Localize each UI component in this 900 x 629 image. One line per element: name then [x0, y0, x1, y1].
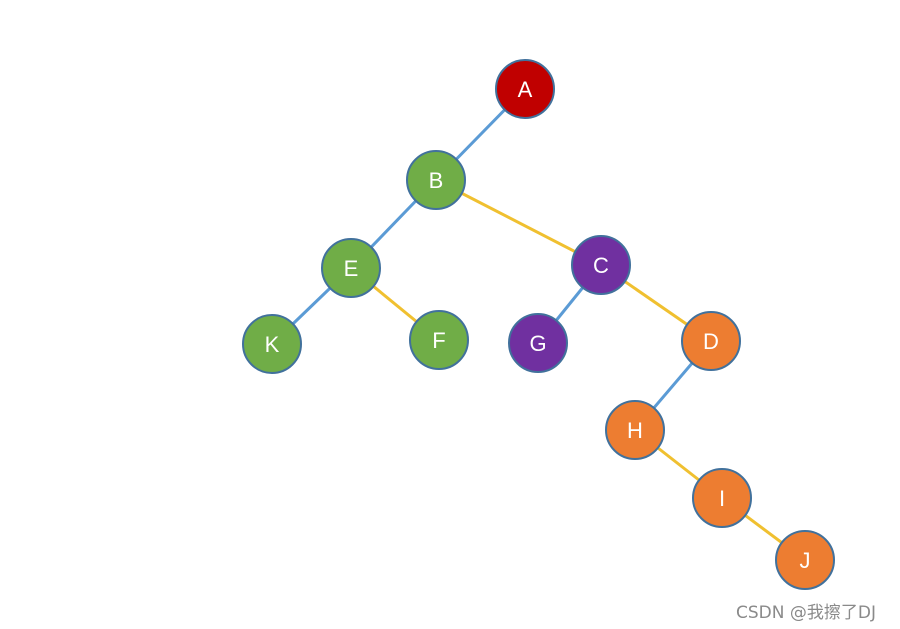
node-label-f: F [432, 328, 445, 353]
nodes-layer: A B E K F C G D H I J [242, 59, 835, 590]
node-circle-b [406, 150, 466, 210]
node-c: C [571, 235, 631, 295]
node-label-g: G [529, 331, 546, 356]
node-f: F [409, 310, 469, 370]
edge-b-c [435, 178, 602, 267]
node-k: K [242, 314, 302, 374]
node-circle-a [495, 59, 555, 119]
node-label-i: I [719, 486, 725, 511]
node-circle-c [571, 235, 631, 295]
node-circle-d [681, 311, 741, 371]
node-circle-j [775, 530, 835, 590]
node-circle-k [242, 314, 302, 374]
node-g: G [508, 313, 568, 373]
node-j: J [775, 530, 835, 590]
node-label-e: E [344, 256, 359, 281]
node-b: B [406, 150, 466, 210]
watermark: CSDN @我擦了DJ [736, 603, 876, 623]
node-label-a: A [518, 77, 533, 102]
node-circle-h [605, 400, 665, 460]
node-circle-i [692, 468, 752, 528]
node-label-h: H [627, 418, 643, 443]
node-circle-g [508, 313, 568, 373]
node-label-c: C [593, 253, 609, 278]
node-h: H [605, 400, 665, 460]
node-label-d: D [703, 329, 719, 354]
node-i: I [692, 468, 752, 528]
node-circle-e [321, 238, 381, 298]
node-e: E [321, 238, 381, 298]
node-a: A [495, 59, 555, 119]
node-label-b: B [429, 168, 444, 193]
node-label-k: K [265, 332, 280, 357]
node-circle-f [409, 310, 469, 370]
node-d: D [681, 311, 741, 371]
node-label-j: J [800, 548, 811, 573]
